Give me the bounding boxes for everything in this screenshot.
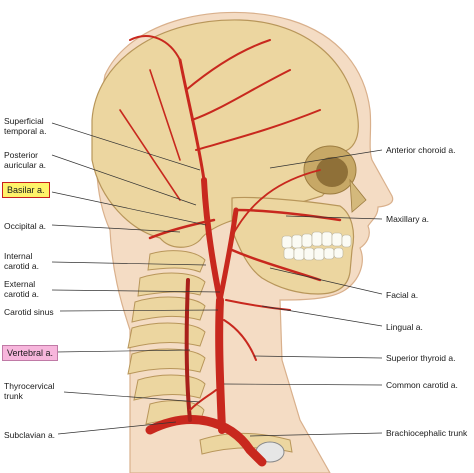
label-line: Common carotid a. — [386, 380, 458, 390]
label-anterior-choroid: Anterior choroid a. — [386, 145, 455, 155]
label-line: Posterior — [4, 150, 39, 160]
label-posterior-auricular: Posterior auricular a. — [4, 150, 46, 170]
label-line: Facial a. — [386, 290, 419, 300]
label-line: Occipital a. — [4, 221, 47, 231]
label-line: Lingual a. — [386, 322, 423, 332]
label-line: Maxillary a. — [386, 214, 429, 224]
orbit-shadow — [316, 157, 348, 187]
label-line: Thyrocervical — [4, 381, 55, 391]
label-internal-carotid: Internal carotid a. — [4, 251, 39, 271]
label-carotid-sinus: Carotid sinus — [4, 307, 54, 317]
label-facial: Facial a. — [386, 290, 418, 300]
label-maxillary: Maxillary a. — [386, 214, 429, 224]
label-line: Brachiocephalic trunk — [386, 428, 468, 438]
label-line: Superior thyroid a. — [386, 353, 456, 363]
label-line: temporal a. — [4, 126, 47, 136]
label-line: carotid a. — [4, 289, 39, 299]
label-line: trunk — [4, 391, 23, 401]
leader-lines — [51, 122, 383, 437]
label-line: Vertebral a. — [7, 348, 54, 358]
label-line: Internal — [4, 251, 33, 261]
label-brachiocephalic: Brachiocephalic trunk — [386, 428, 467, 438]
arteries — [119, 35, 342, 467]
label-vertebral-highlighted: Vertebral a. — [2, 345, 59, 361]
label-line: Superficial — [4, 116, 44, 126]
label-line: Carotid sinus — [4, 307, 54, 317]
label-line: Basilar a. — [7, 185, 45, 195]
nasal-bone — [349, 178, 367, 213]
label-lingual: Lingual a. — [386, 322, 423, 332]
label-superior-thyroid: Superior thyroid a. — [386, 353, 455, 363]
label-superficial-temporal: Superficial temporal a. — [4, 116, 47, 136]
label-line: auricular a. — [4, 160, 47, 170]
label-line: carotid a. — [4, 261, 39, 271]
label-basilar-highlighted: Basilar a. — [2, 182, 50, 198]
label-external-carotid: External carotid a. — [4, 279, 39, 299]
label-thyrocervical: Thyrocervical trunk — [4, 381, 55, 401]
label-line: External — [4, 279, 36, 289]
label-line: Anterior choroid a. — [386, 145, 456, 155]
label-subclavian: Subclavian a. — [4, 430, 55, 440]
teeth — [281, 231, 352, 261]
label-common-carotid: Common carotid a. — [386, 380, 458, 390]
label-occipital: Occipital a. — [4, 221, 46, 231]
label-line: Subclavian a. — [4, 430, 56, 440]
